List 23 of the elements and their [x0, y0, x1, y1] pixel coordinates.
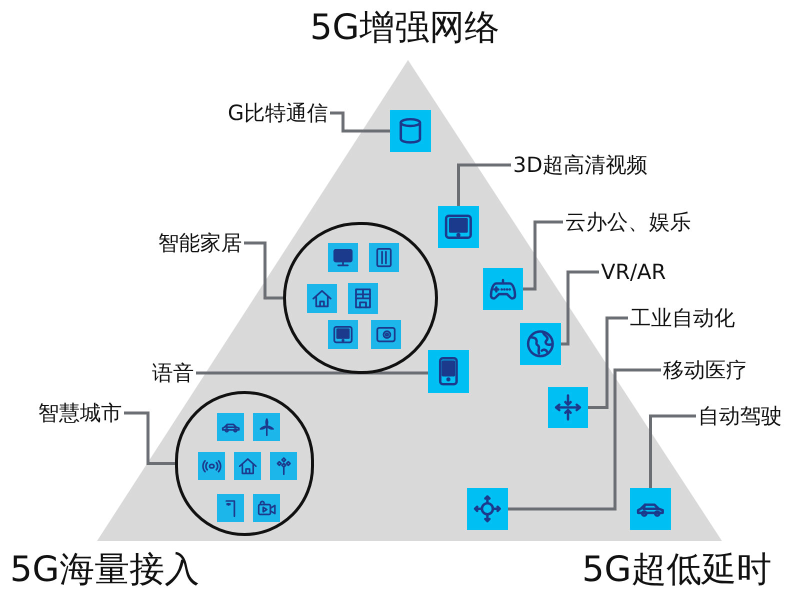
leader-label: 自动驾驶 [696, 401, 784, 431]
leader-line [561, 270, 599, 346]
leader-label: VR/AR [599, 257, 668, 287]
corner-heading: 5G海量接入 [10, 549, 200, 592]
leader-label: 云办公、娱乐 [563, 207, 693, 237]
corner-heading: 5G增强网络 [310, 7, 500, 50]
leader-line [588, 316, 628, 409]
corner-heading: 5G超低延时 [582, 549, 772, 592]
leader-line [457, 164, 511, 206]
leader-line [649, 414, 696, 488]
leader-label: 3D超高清视频 [511, 150, 650, 180]
leader-label: G比特通信 [226, 98, 330, 128]
leader-label: 移动医疗 [661, 355, 749, 385]
leader-label: 智能家居 [156, 228, 244, 258]
leader-line [244, 242, 283, 300]
leader-line [196, 372, 428, 374]
leader-line [330, 112, 390, 132]
leader-label: 语音 [150, 358, 196, 388]
leader-line [508, 368, 661, 510]
leader-line [523, 220, 563, 290]
leader-label: 工业自动化 [628, 303, 737, 333]
leader-line [124, 412, 175, 465]
leader-label: 智慧城市 [36, 398, 124, 428]
